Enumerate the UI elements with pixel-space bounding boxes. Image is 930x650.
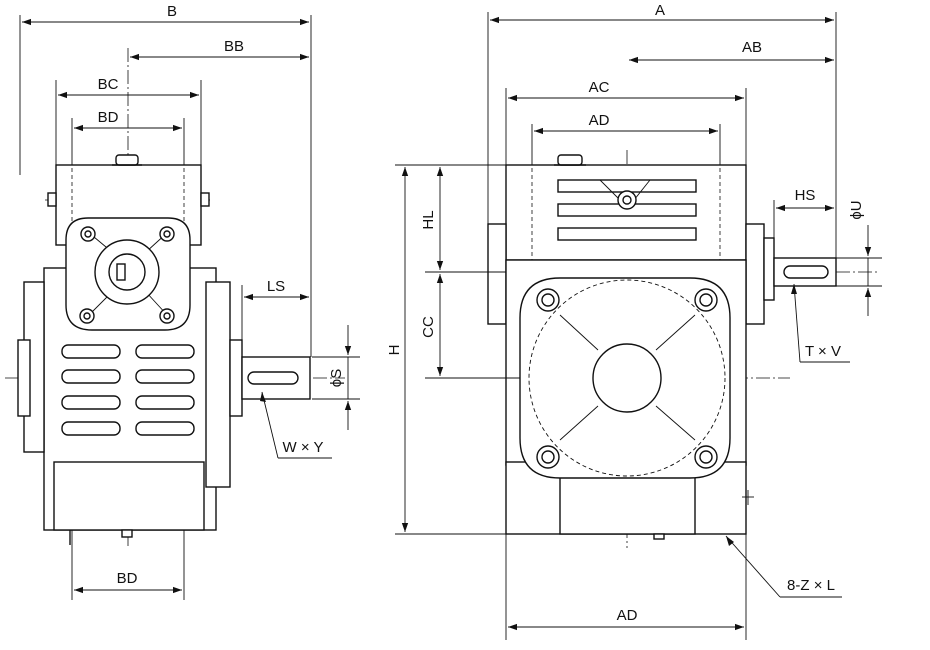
dim-H-label: H: [386, 345, 403, 356]
side-cooling-fins: [61, 344, 195, 436]
dim-HS-label: HS: [795, 187, 816, 204]
dim-AD-bottom-label: AD: [617, 607, 638, 624]
dim-HL-label: HL: [420, 210, 437, 229]
dim-ZxL-label: 8-Z × L: [787, 577, 835, 594]
dim-AB-label: AB: [742, 39, 762, 56]
dim-TxV-label: T × V: [805, 343, 841, 360]
front-view: A AB AC AD AD HL CC H: [386, 2, 882, 640]
dim-BD-top-label: BD: [98, 109, 119, 126]
dim-WxY-label: W × Y: [283, 439, 324, 456]
dim-AC-label: AC: [589, 79, 610, 96]
dim-B-label: B: [167, 3, 177, 20]
dim-phiS-label: ϕS: [328, 369, 345, 387]
dim-BC-label: BC: [98, 76, 119, 93]
dim-CC-label: CC: [420, 316, 437, 338]
dim-BB-label: BB: [224, 38, 244, 55]
dim-LS-label: LS: [267, 278, 285, 295]
dim-BD-bottom-label: BD: [117, 570, 138, 587]
dim-A-label: A: [655, 2, 665, 19]
dim-AD-top-label: AD: [589, 112, 610, 129]
side-view: B BB BC BD BD LS ϕS W × Y: [5, 3, 360, 600]
dim-phiU-label: ϕU: [848, 200, 865, 219]
